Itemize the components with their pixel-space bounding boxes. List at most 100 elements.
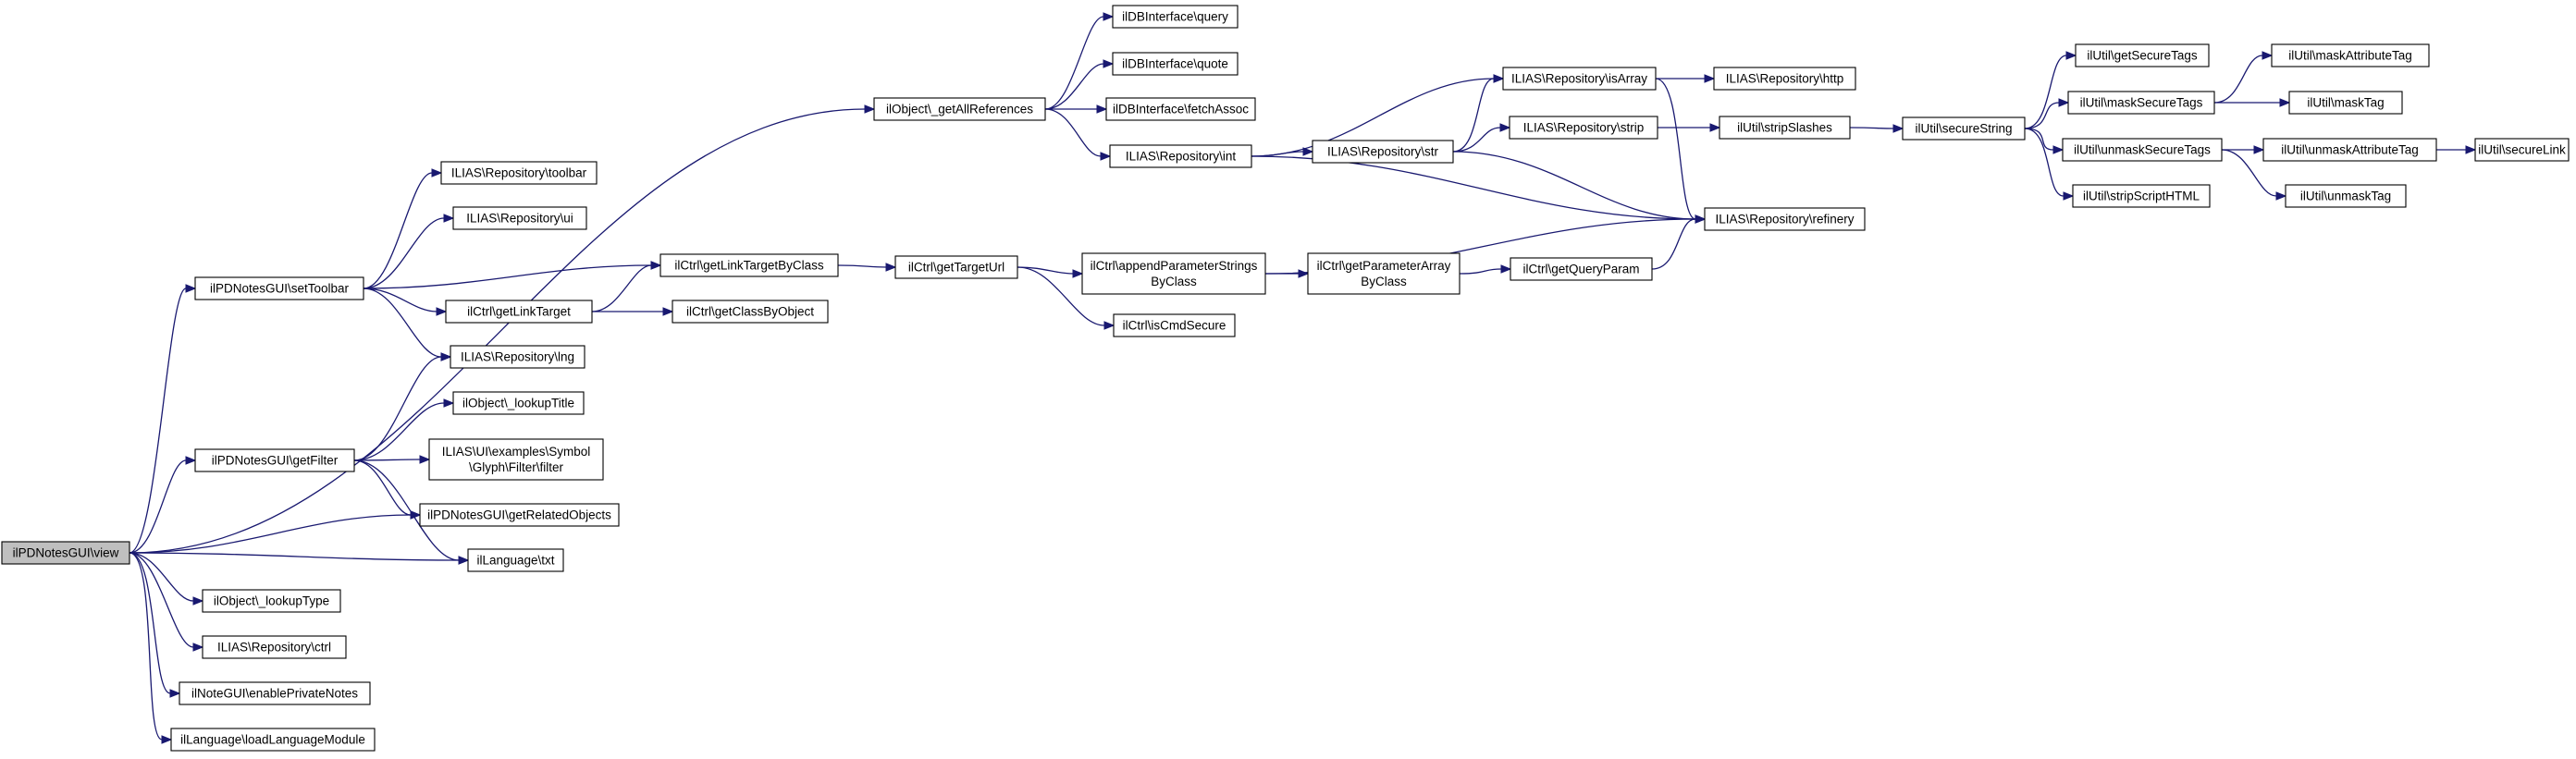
edge-strip-slashes-to-secure-string — [1849, 127, 1894, 129]
node-txt[interactable]: ilLanguage\txt — [467, 548, 564, 572]
edge-set-toolbar-to-toolbar — [363, 172, 433, 289]
node-label-append-parameter-strings: ilCtrl\appendParameterStrings — [1091, 259, 1258, 273]
node-box-http — [1713, 67, 1856, 91]
node-http[interactable]: ILIAS\Repository\http — [1713, 67, 1856, 91]
node-box-str — [1312, 140, 1454, 164]
node-strip-script-html[interactable]: ilUtil\stripScriptHTML — [2072, 184, 2211, 208]
node-label-unmask-tag: ilUtil\unmaskTag — [2300, 190, 2391, 203]
node-box-get-target-url — [894, 255, 1018, 279]
node-unmask-tag[interactable]: ilUtil\unmaskTag — [2285, 184, 2407, 208]
arrowhead-append-parameter-strings — [1072, 269, 1084, 278]
edge-set-toolbar-to-get-link-target-by-class — [363, 264, 652, 289]
node-quote[interactable]: ilDBInterface\quote — [1112, 52, 1239, 76]
arrowhead-unmask-tag — [2275, 191, 2287, 201]
node-view[interactable]: ilPDNotesGUI\view — [1, 541, 130, 565]
node-label-unmask-secure-tags: ilUtil\unmaskSecureTags — [2074, 143, 2211, 157]
arrowhead-strip-script-html — [2063, 191, 2075, 201]
edge-get-all-references-to-quote — [1044, 63, 1104, 110]
node-ctrl[interactable]: ILIAS\Repository\ctrl — [202, 635, 347, 659]
node-load-language-module[interactable]: ilLanguage\loadLanguageModule — [170, 728, 376, 752]
node-get-link-target[interactable]: ilCtrl\getLinkTarget — [445, 300, 593, 324]
edge-get-parameter-array-to-get-query-param — [1459, 268, 1502, 275]
edge-view-to-ctrl — [129, 552, 194, 648]
edge-str-to-refinery — [1452, 151, 1696, 220]
node-strip-slashes[interactable]: ilUtil\stripSlashes — [1719, 116, 1851, 140]
node-label-get-all-references: ilObject\_getAllReferences — [886, 103, 1033, 116]
arrowhead-http — [1704, 74, 1716, 83]
node-is-cmd-secure[interactable]: ilCtrl\isCmdSecure — [1113, 313, 1236, 337]
node-label-is-cmd-secure: ilCtrl\isCmdSecure — [1123, 319, 1226, 333]
node-get-all-references[interactable]: ilObject\_getAllReferences — [873, 97, 1046, 121]
arrowhead-refinery — [1695, 214, 1707, 224]
node-box-lng — [450, 345, 585, 369]
edge-get-target-url-to-is-cmd-secure — [1017, 266, 1105, 326]
node-unmask-attribute-tag[interactable]: ilUtil\unmaskAttributeTag — [2262, 138, 2437, 162]
edge-view-to-load-language-module — [129, 552, 163, 741]
node-label-secure-string: ilUtil\secureString — [1915, 122, 2012, 136]
node-str[interactable]: ILIAS\Repository\str — [1312, 140, 1454, 164]
node-label-strip-script-html: ilUtil\stripScriptHTML — [2083, 190, 2200, 203]
arrowhead-get-link-target — [436, 307, 448, 316]
node-refinery[interactable]: ILIAS\Repository\refinery — [1704, 207, 1866, 231]
node-get-target-url[interactable]: ilCtrl\getTargetUrl — [894, 255, 1018, 279]
node-get-query-param[interactable]: ilCtrl\getQueryParam — [1510, 257, 1653, 281]
node-mask-tag[interactable]: ilUtil\maskTag — [2288, 91, 2403, 115]
node-unmask-secure-tags[interactable]: ilUtil\unmaskSecureTags — [2062, 138, 2223, 162]
node-label-glyph-filter: ILIAS\UI\examples\Symbol — [442, 445, 591, 459]
node-lookup-title[interactable]: ilObject\_lookupTitle — [452, 391, 585, 415]
node-fetch-assoc[interactable]: ilDBInterface\fetchAssoc — [1105, 97, 1256, 121]
node-secure-link[interactable]: ilUtil\secureLink — [2474, 138, 2570, 162]
node-secure-string[interactable]: ilUtil\secureString — [1902, 116, 2026, 141]
node-glyph-filter[interactable]: ILIAS\UI\examples\Symbol\Glyph\Filter\fi… — [428, 438, 604, 481]
node-int[interactable]: ILIAS\Repository\int — [1109, 144, 1252, 168]
node-get-related-objects[interactable]: ilPDNotesGUI\getRelatedObjects — [419, 503, 620, 527]
edge-secure-string-to-get-secure-tags — [2024, 55, 2067, 129]
node-label-append-parameter-strings: ByClass — [1151, 275, 1197, 288]
node-box-get-link-target-by-class — [659, 253, 839, 277]
node-label-get-parameter-array: ilCtrl\getParameterArray — [1317, 259, 1451, 273]
arrowhead-is-array — [1493, 74, 1505, 83]
node-box-append-parameter-strings — [1081, 252, 1266, 295]
node-lng[interactable]: ILIAS\Repository\lng — [450, 345, 585, 369]
edge-view-to-enable-private-notes — [129, 552, 171, 694]
arrowhead-get-filter — [185, 456, 197, 465]
node-get-class-by-object[interactable]: ilCtrl\getClassByObject — [672, 300, 829, 324]
node-label-quote: ilDBInterface\quote — [1122, 57, 1228, 71]
edge-get-link-target-to-get-link-target-by-class — [591, 264, 652, 312]
edge-set-toolbar-to-ui — [363, 217, 445, 289]
node-get-secure-tags[interactable]: ilUtil\getSecureTags — [2075, 43, 2210, 67]
edge-int-to-str — [1251, 151, 1304, 157]
node-query[interactable]: ilDBInterface\query — [1112, 5, 1239, 29]
node-get-filter[interactable]: ilPDNotesGUI\getFilter — [194, 448, 355, 472]
arrowhead-unmask-secure-tags — [2052, 145, 2064, 154]
node-box-quote — [1112, 52, 1239, 76]
node-label-load-language-module: ilLanguage\loadLanguageModule — [180, 733, 365, 747]
node-box-unmask-tag — [2285, 184, 2407, 208]
node-mask-secure-tags[interactable]: ilUtil\maskSecureTags — [2067, 91, 2215, 115]
arrowhead-ctrl — [192, 643, 204, 652]
node-lookup-type[interactable]: ilObject\_lookupType — [202, 589, 341, 613]
node-ui[interactable]: ILIAS\Repository\ui — [452, 206, 587, 230]
node-box-get-related-objects — [419, 503, 620, 527]
edge-get-filter-to-lookup-title — [353, 402, 445, 461]
node-box-secure-string — [1902, 116, 2026, 141]
node-get-link-target-by-class[interactable]: ilCtrl\getLinkTargetByClass — [659, 253, 839, 277]
node-is-array[interactable]: ILIAS\Repository\isArray — [1502, 67, 1657, 91]
edge-secure-string-to-unmask-secure-tags — [2024, 128, 2054, 151]
node-mask-attribute-tag[interactable]: ilUtil\maskAttributeTag — [2271, 43, 2430, 67]
arrowhead-get-all-references — [864, 104, 876, 114]
node-set-toolbar[interactable]: ilPDNotesGUI\setToolbar — [194, 276, 364, 300]
node-label-str: ILIAS\Repository\str — [1327, 145, 1439, 159]
arrowhead-lookup-type — [192, 596, 204, 606]
node-enable-private-notes[interactable]: ilNoteGUI\enablePrivateNotes — [179, 681, 371, 705]
node-label-mask-tag: ilUtil\maskTag — [2307, 96, 2384, 110]
node-box-ui — [452, 206, 587, 230]
node-box-strip-script-html — [2072, 184, 2211, 208]
node-strip[interactable]: ILIAS\Repository\strip — [1509, 116, 1658, 140]
node-toolbar[interactable]: ILIAS\Repository\toolbar — [440, 161, 598, 185]
arrowhead-mask-secure-tags — [2058, 98, 2070, 107]
node-label-lng: ILIAS\Repository\lng — [461, 350, 574, 364]
